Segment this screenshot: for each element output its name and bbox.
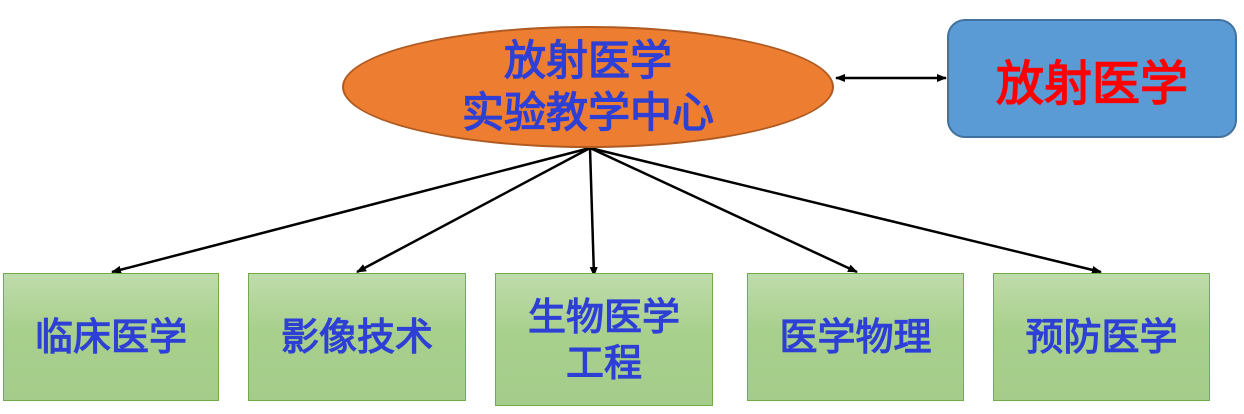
arrow-to-imaging-technology	[356, 146, 591, 274]
arrow-to-clinical-medicine	[111, 146, 591, 274]
discipline-clinical-medicine: 临床医学	[3, 273, 219, 401]
arrow-to-preventive-medicine	[589, 146, 1102, 274]
discipline-label: 影像技术	[280, 315, 433, 359]
discipline-medical-physics: 医学物理	[747, 273, 964, 401]
arrow-to-biomedical-engineering	[588, 147, 598, 277]
discipline-label-line-1: 生物医学	[527, 294, 680, 339]
center-node-title-line-2: 实验教学中心	[461, 88, 714, 137]
discipline-label: 预防医学	[1025, 315, 1178, 359]
discipline-label: 临床医学	[34, 315, 187, 359]
center-node-title-line-1: 放射医学	[503, 36, 672, 85]
discipline-preventive-medicine: 预防医学	[993, 273, 1210, 401]
related-node: 放射医学	[947, 19, 1237, 138]
discipline-label: 医学物理	[779, 315, 932, 359]
center-node: 放射医学 实验教学中心	[342, 26, 834, 148]
arrow-to-medical-physics	[589, 146, 858, 274]
related-node-label: 放射医学	[995, 55, 1188, 112]
discipline-imaging-technology: 影像技术	[248, 273, 466, 401]
discipline-biomedical-engineering: 生物医学 工程	[495, 273, 713, 406]
discipline-label-line-2: 工程	[565, 340, 642, 385]
